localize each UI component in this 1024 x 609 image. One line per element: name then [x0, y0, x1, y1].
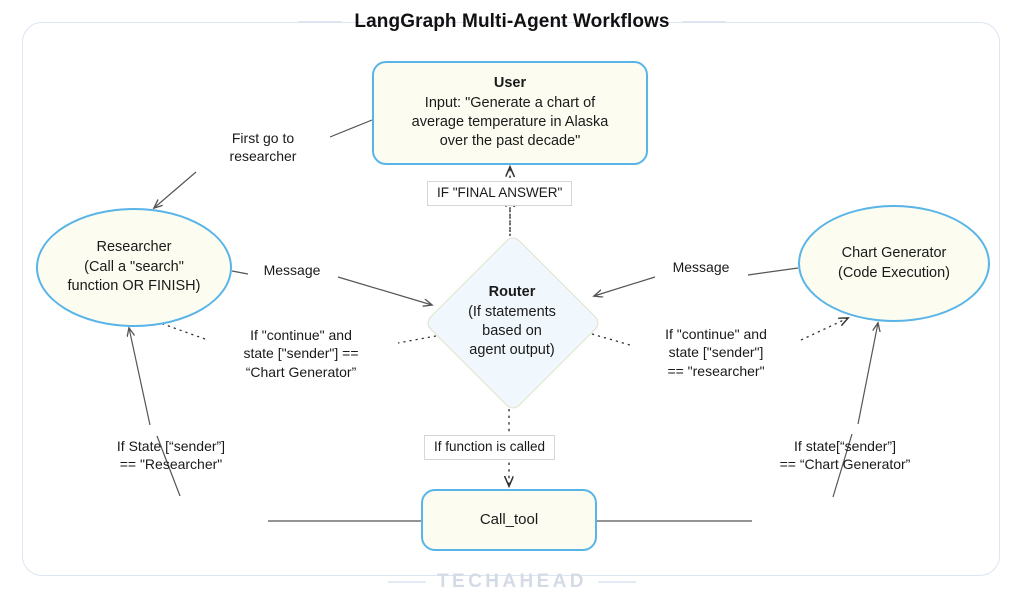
edge-label-state-sender-chart-generator-line-1: == “Chart Generator”	[779, 456, 911, 473]
node-call-tool-line-0: Call_tool	[479, 510, 539, 528]
edge-label-message-right: Message	[655, 258, 747, 276]
node-user[interactable]: User Input: "Generate a chart of average…	[372, 61, 648, 165]
footer-rule-left	[388, 581, 427, 583]
edge-label-state-sender-researcher-line-0: If State [“sender”]	[116, 438, 226, 454]
node-router-line-1: based on	[482, 323, 542, 340]
node-chart-generator[interactable]: Chart Generator (Code Execution)	[798, 205, 990, 322]
node-researcher[interactable]: Researcher (Call a "search" function OR …	[36, 208, 232, 327]
edge-label-first-go-line-1: researcher	[229, 148, 297, 165]
title-rule-left	[298, 21, 343, 23]
node-router-line-2: agent output)	[469, 342, 555, 359]
node-chart-generator-line-0: Chart Generator	[841, 245, 947, 262]
footer-rule-right	[597, 581, 636, 583]
edge-label-message-right-line-0: Message	[672, 259, 730, 275]
node-user-line-1: average temperature in Alaska	[411, 114, 609, 131]
edge-label-continue-chart-generator-line-0: If "continue" and	[250, 327, 352, 343]
node-call-tool[interactable]: Call_tool	[421, 489, 597, 551]
edge-label-continue-researcher-line-1: state ["sender"]	[668, 344, 764, 361]
edge-label-state-sender-researcher: If State [“sender”] == "Researcher"	[78, 437, 264, 474]
edge-label-state-sender-chart-generator: If state[“sender”] == “Chart Generator”	[748, 437, 942, 474]
node-router-title: Router	[488, 284, 536, 301]
edge-label-continue-researcher-line-2: == "researcher"	[667, 362, 765, 379]
edge-label-if-function-is-called-line-0: If function is called	[434, 439, 546, 454]
node-router[interactable]: Router (If statements based on agent out…	[419, 233, 605, 413]
edge-label-state-sender-researcher-line-1: == "Researcher"	[119, 456, 223, 473]
node-user-line-0: Input: "Generate a chart of	[424, 94, 596, 111]
edge-label-continue-chart-generator-line-1: state ["sender"] ==	[243, 345, 359, 362]
edge-label-continue-chart-generator-line-2: “Chart Generator”	[245, 363, 357, 380]
title-rule-right	[681, 21, 726, 23]
node-chart-generator-line-1: (Code Execution)	[837, 264, 951, 281]
edge-label-if-final-answer: IF "FINAL ANSWER"	[427, 181, 573, 206]
node-researcher-line-0: Researcher	[96, 239, 172, 256]
node-researcher-line-2: function OR FINISH)	[67, 278, 201, 295]
edge-label-if-function-is-called: If function is called	[424, 435, 556, 460]
footer-brand-text: TECHAHEAD	[437, 571, 587, 592]
router-text-group: Router (If statements based on agent out…	[468, 283, 556, 361]
footer-brand-bar: TECHAHEAD	[0, 566, 1024, 598]
diagram-title-bar: LangGraph Multi-Agent Workflows	[0, 0, 1024, 44]
node-user-title: User	[493, 75, 527, 92]
edge-label-first-go-to-researcher: First go to researcher	[198, 129, 328, 166]
edge-label-first-go-line-0: First go to	[231, 130, 295, 146]
edge-label-message-left-line-0: Message	[263, 262, 321, 278]
node-researcher-line-1: (Call a "search"	[84, 258, 184, 275]
node-router-line-0: (If statements	[468, 303, 556, 320]
diagram-frame	[22, 22, 1000, 576]
edge-label-if-final-answer-line-0: IF "FINAL ANSWER"	[437, 185, 563, 200]
edge-label-continue-researcher: If "continue" and state ["sender"] == "r…	[631, 325, 801, 380]
node-user-line-2: over the past decade"	[439, 133, 581, 150]
edge-label-state-sender-chart-generator-line-0: If state[“sender”]	[794, 438, 896, 454]
edge-label-message-left: Message	[246, 261, 338, 279]
page-title: LangGraph Multi-Agent Workflows	[354, 11, 670, 32]
edge-label-continue-researcher-line-0: If "continue" and	[665, 326, 767, 342]
edge-label-continue-chart-generator: If "continue" and state ["sender"] == “C…	[205, 326, 397, 381]
